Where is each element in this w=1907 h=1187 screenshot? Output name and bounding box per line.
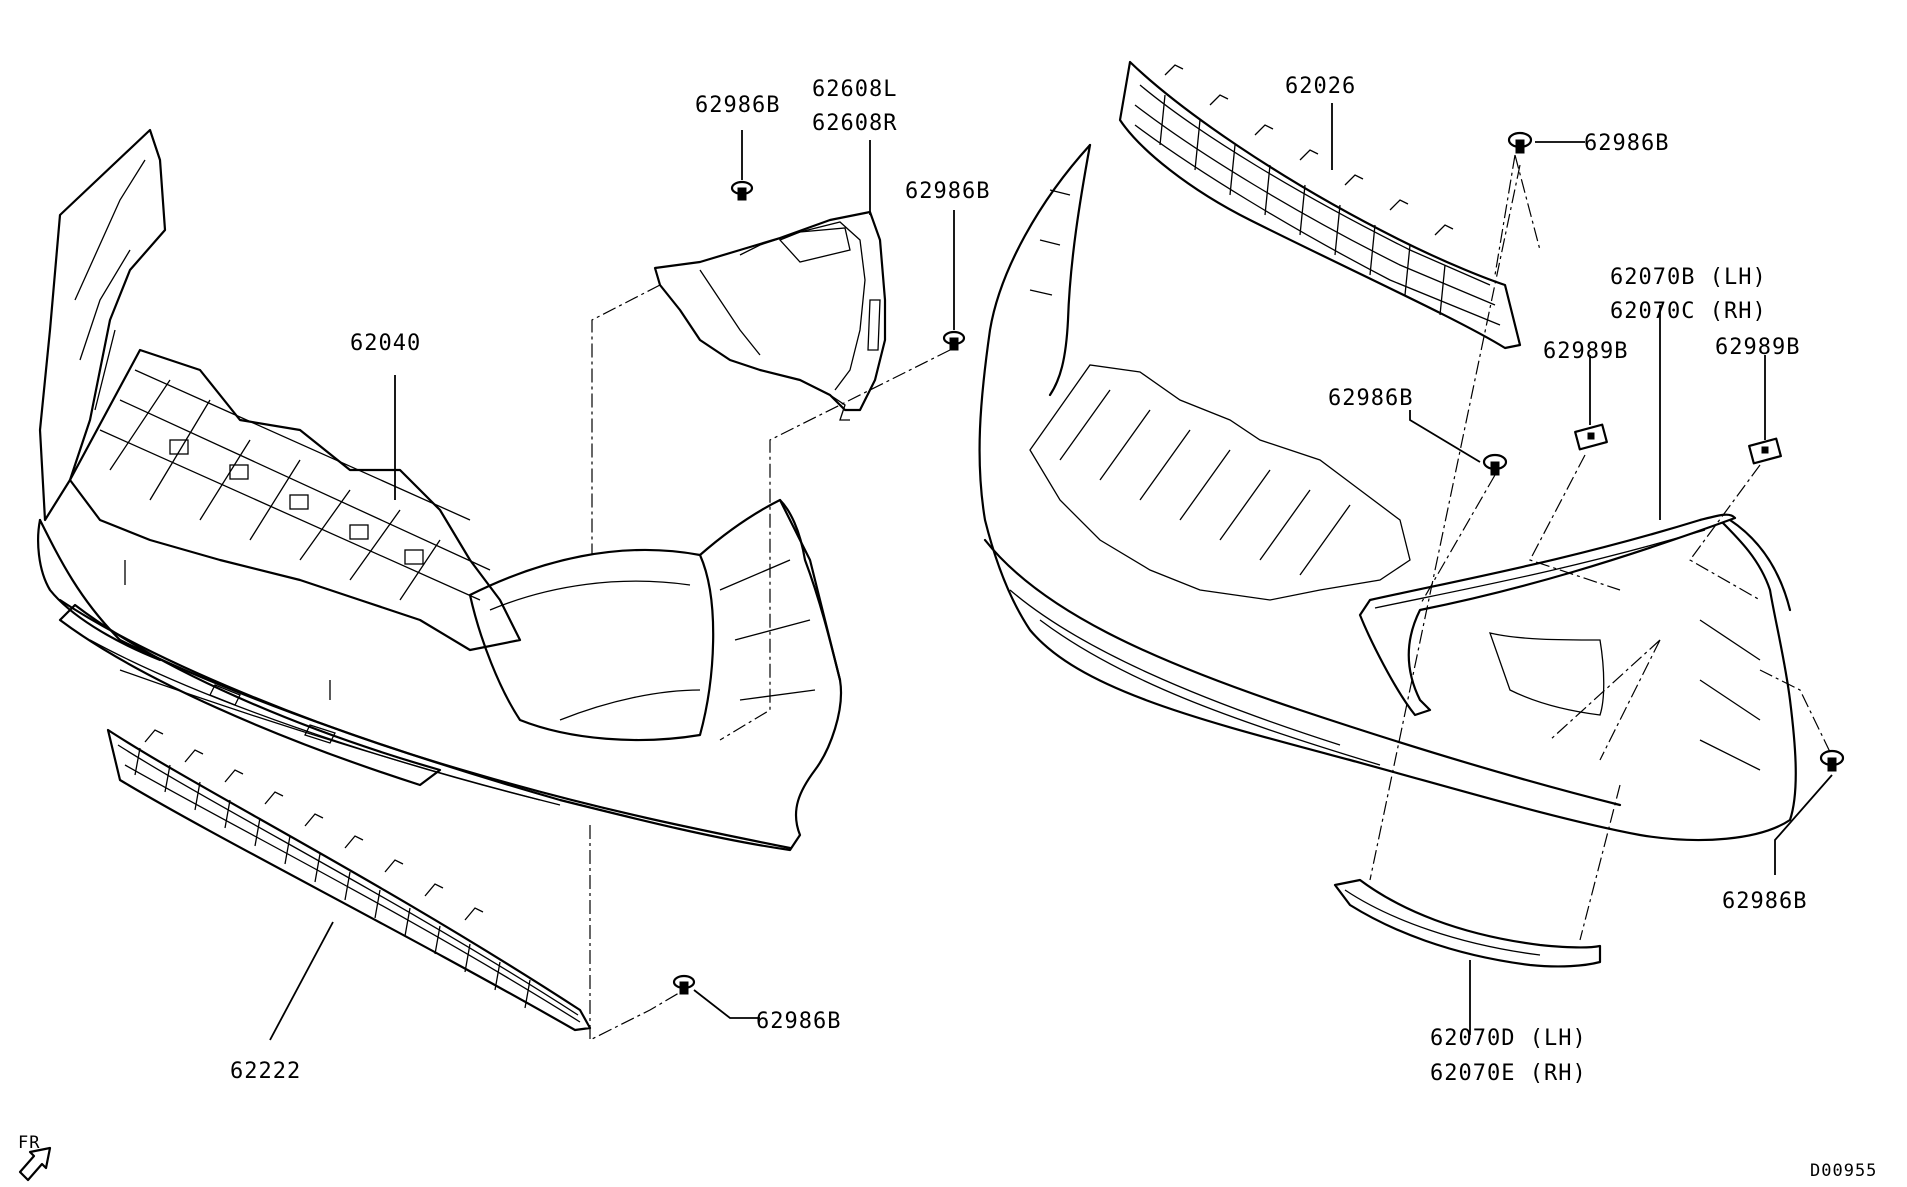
label-62986B-side: 62986B [1722,889,1807,914]
label-62070D: 62070D (LH) [1430,1026,1587,1051]
clip-icon [1507,131,1533,154]
diagram-code: D00955 [1810,1161,1877,1181]
upper-grille-62026 [1118,60,1522,350]
orientation-indicator: FR [18,1133,52,1182]
leader-lines-left [269,130,955,1041]
label-62986B-lower: 62986B [756,1009,841,1034]
lower-grille-62222 [106,728,592,1032]
front-arrow-icon [18,1146,52,1182]
label-62222: 62222 [230,1059,301,1084]
label-62026: 62026 [1285,74,1356,99]
label-62986B-cover: 62986B [905,179,990,204]
nut-icon [1748,437,1782,465]
label-62986B-top: 62986B [695,93,780,118]
rear-bumper [978,143,1797,842]
nut-icon [1574,423,1608,451]
label-62989B-left: 62989B [1543,339,1628,364]
label-62608L: 62608L [812,77,897,102]
label-62989B-right: 62989B [1715,335,1800,360]
label-62986B-middle: 62986B [1328,386,1413,411]
clip-icon [1819,749,1845,772]
garnish-upper-62070 [1358,513,1737,717]
label-62070E: 62070E (RH) [1430,1061,1587,1086]
label-62070B: 62070B (LH) [1610,265,1767,290]
clip-icon [942,330,966,351]
label-62070C: 62070C (RH) [1610,299,1767,324]
label-62608R: 62608R [812,111,897,136]
assembly-lines-right [1369,154,1831,941]
label-62986B-top-right: 62986B [1584,131,1669,156]
label-62040: 62040 [350,331,421,356]
clip-icons-left [672,180,966,995]
clip-icon [730,180,754,201]
callout-labels: 62986B 62608L 62608R 62986B 62040 62222 … [230,74,1807,1086]
clip-icon [1482,453,1508,476]
bumper-side-cover-62608 [653,210,887,421]
garnish-lower-62070 [1333,878,1602,968]
assembly-lines-left [589,284,951,1041]
front-label: FR [18,1133,40,1153]
clip-icon [672,974,696,995]
clip-icons-right [1482,131,1845,772]
leader-lines-right [1331,103,1833,1035]
front-bumper-62040 [37,128,843,852]
